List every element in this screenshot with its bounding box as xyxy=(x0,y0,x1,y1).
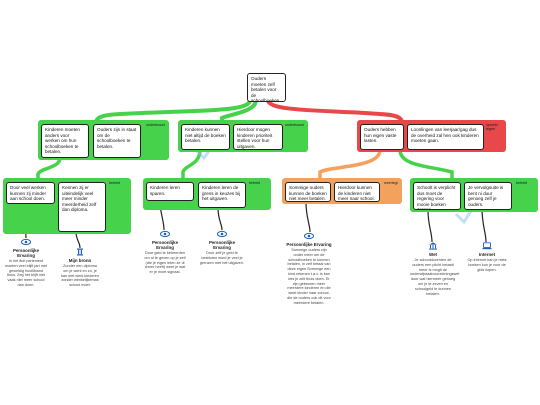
bank-icon xyxy=(429,242,437,250)
eye-icon xyxy=(217,230,227,238)
sub-reason-2-1[interactable]: Kinderen leren sparen. xyxy=(146,182,194,201)
branch-tag-1: onderbouwt xyxy=(146,123,165,127)
evidence-6-title: Wet xyxy=(429,252,437,257)
globe-icon xyxy=(482,242,492,250)
evidence-6-text: Je schooldocenten de ouders een plicht b… xyxy=(410,258,460,296)
connector-root-branch-1 xyxy=(94,99,252,124)
objection-3-2-text: Loonlingen van leerjaar/gag dus de overh… xyxy=(411,127,479,144)
sub-reason-1-1-text: Door veel werken kunnen zij minder aan s… xyxy=(10,185,47,202)
connector-sub4-leaf7 xyxy=(481,207,487,243)
evidence-5-text: Sommige ouders zijn onder meer om de sch… xyxy=(287,248,331,305)
pillar-icon xyxy=(77,248,83,256)
evidence-2[interactable]: Mijn bronn Zonder een diploma om je werk… xyxy=(60,248,100,288)
branch-tag-3: spreekt tegen xyxy=(486,123,498,131)
reason-1-2[interactable]: Ouders zijn in staat om de schoolboeken … xyxy=(93,124,141,158)
eye-icon xyxy=(21,238,31,246)
objection-3-2[interactable]: Loonlingen van leerjaar/gag dus de overh… xyxy=(407,124,484,150)
evidence-1-title: Persoonlijke Ervaring xyxy=(12,248,40,258)
objection-3-1-text: Ouders hebben hun eigen vaste lasten. xyxy=(364,127,397,144)
reason-1-1[interactable]: Kinderen moeten anders voor werken om hu… xyxy=(41,124,89,158)
evidence-7-text: Op internet kan je niets boeken kun je v… xyxy=(467,258,507,272)
connector-sub3-leaf5 xyxy=(305,201,311,233)
reason-2-2[interactable]: Hierdoor mogen kinderen prioriteit stell… xyxy=(233,124,283,150)
evidence-3-text: Door geld te beheerden om al te geven op… xyxy=(144,251,186,275)
eye-icon xyxy=(160,230,170,238)
sub-reason-2-2-text: Kinderen leren de grens in keuzes bij he… xyxy=(202,185,241,202)
evidence-7-title: Internet xyxy=(478,252,496,257)
sub-reason-4-1[interactable]: Schoolt is verplicht dus moet de regerin… xyxy=(413,182,461,210)
evidence-1-text: In het fluit parlement moeten veel blijf… xyxy=(4,259,48,287)
evidence-3[interactable]: Persoonlijke Ervaring Door geld te behee… xyxy=(143,230,187,275)
objection-3-1[interactable]: Ouders hebben hun eigen vaste lasten. xyxy=(360,124,404,150)
reason-2-2-text: Hierdoor mogen kinderen prioriteit stell… xyxy=(237,127,273,149)
evidence-4-text: Door zelf je geld te bestturen word je v… xyxy=(200,251,244,265)
reason-1-2-text: Ouders zijn in staat om de schoolboeken … xyxy=(97,127,137,149)
sub-reason-4-1-text: Schoolt is verplicht dus moet de regerin… xyxy=(417,185,456,210)
evidence-4[interactable]: Persoonlijke Ervaring Door zelf je geld … xyxy=(200,230,244,265)
reason-2-1-text: Kinderen kunnen niet altijd de boeken be… xyxy=(185,127,226,144)
evidence-5[interactable]: Persoonlijke Ervaring Sommige ouders zij… xyxy=(286,232,332,306)
connector-sub2-leaf4 xyxy=(217,207,223,231)
sub-reason-1-1[interactable]: Door veel werken kunnen zij minder aan s… xyxy=(6,182,55,204)
sub-objection-3-1-text: Sommige ouders kunnen de boeken niet mee… xyxy=(289,185,327,202)
evidence-2-text: Zonder een diploma om je werk en zo, je … xyxy=(61,264,99,288)
connector-sub1-leaf2 xyxy=(75,231,81,249)
evidence-2-title: Mijn bronn xyxy=(68,258,92,263)
sub-reason-1-2-text: Kennen zij er uiteindelijk veel meer min… xyxy=(62,185,97,213)
sub-group-2-tag: betrekt xyxy=(249,181,260,185)
branch-tag-2: onderbouwt xyxy=(285,123,304,127)
evidence-5-title: Persoonlijke Ervaring xyxy=(286,242,332,247)
sub-group-3-tag: weerlegt xyxy=(384,181,398,185)
eye-icon xyxy=(304,232,314,240)
connector-branch3-sub4 xyxy=(398,149,454,180)
sub-objection-3-1[interactable]: Sommige ouders kunnen de boeken niet mee… xyxy=(285,182,331,202)
sub-reason-4-2[interactable]: Je vervolgsuite is bent ni duur genoeg z… xyxy=(464,182,512,210)
sub-objection-3-2-text: Hierdoor kunnen de kinderen niet meer na… xyxy=(338,185,375,202)
sub-reason-4-2-text: Je vervolgsuite is bent ni duur genoeg z… xyxy=(468,185,504,207)
sub-objection-3-2[interactable]: Hierdoor kunnen de kinderen niet meer na… xyxy=(334,182,380,202)
sub-reason-1-2[interactable]: Kennen zij er uiteindelijk veel meer min… xyxy=(58,182,106,232)
connector-branch3-sub3 xyxy=(318,149,382,180)
root-claim-text: Ouders moeten zelf betalen voor de schoo… xyxy=(251,76,280,102)
sub-reason-2-2[interactable]: Kinderen leren de grens in keuzes bij he… xyxy=(198,182,246,208)
connector-sub4-leaf6 xyxy=(427,209,433,243)
evidence-3-title: Persoonlijke Ervaring xyxy=(151,240,179,250)
sub-group-4-tag: betrekt xyxy=(516,181,527,185)
connector-root-branch-3 xyxy=(266,99,404,124)
evidence-6[interactable]: Wet Je schooldocenten de ouders een plic… xyxy=(410,242,460,296)
reason-2-1[interactable]: Kinderen kunnen niet altijd de boeken be… xyxy=(181,124,230,150)
evidence-4-title: Persoonlijke Ervaring xyxy=(208,240,236,250)
connector-branch2-sub2 xyxy=(181,149,202,180)
sub-reason-2-1-text: Kinderen leren sparen. xyxy=(150,185,180,196)
root-claim[interactable]: Ouders moeten zelf betalen voor de schoo… xyxy=(247,73,286,102)
sub-group-1-tag: betrekt xyxy=(109,181,120,185)
connector-root-branch-2 xyxy=(220,99,258,123)
connector-branch1-sub1 xyxy=(36,157,62,180)
reason-1-1-text: Kinderen moeten anders voor werken om hu… xyxy=(45,127,80,155)
evidence-7[interactable]: Internet Op internet kan je niets boeken… xyxy=(466,242,508,272)
evidence-1[interactable]: Persoonlijke Ervaring In het fluit parle… xyxy=(4,238,48,288)
